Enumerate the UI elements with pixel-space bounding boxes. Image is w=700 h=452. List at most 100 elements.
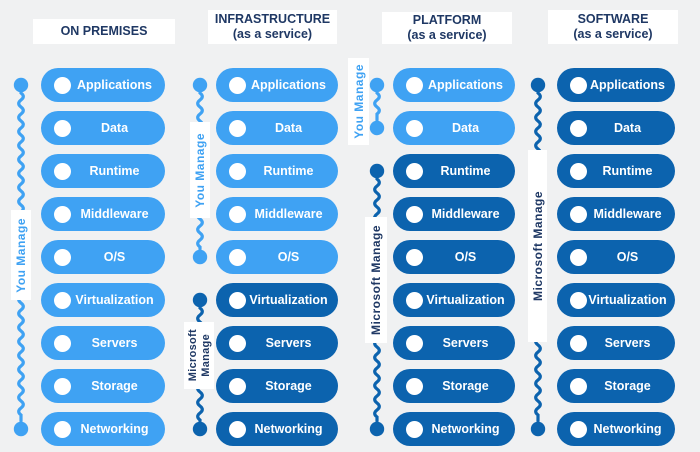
bullet-icon — [570, 76, 587, 94]
pill-applications: Applications — [41, 68, 165, 102]
pill-label: Data — [274, 121, 303, 135]
vertical-label-text: You Manage — [14, 217, 28, 293]
bullet-icon — [229, 205, 246, 223]
bracket-endpoint-dot — [192, 77, 208, 93]
pill-label: Runtime — [263, 164, 314, 178]
pill-label: Data — [100, 121, 129, 135]
pill-applications: Applications — [216, 68, 338, 102]
pill-label: Data — [451, 121, 480, 135]
pill-storage: Storage — [557, 369, 675, 403]
bullet-icon — [570, 248, 587, 266]
pill-label: O/S — [454, 250, 477, 264]
pill-label: Virtualization — [249, 293, 328, 307]
bullet-icon — [54, 76, 71, 94]
bullet-icon — [570, 162, 587, 180]
bracket-label-infrastructure-as-a-service-you-manage: You Manage — [190, 122, 210, 218]
bullet-icon — [406, 76, 423, 94]
pill-label: Middleware — [593, 207, 662, 221]
pill-runtime: Runtime — [216, 154, 338, 188]
pill-label: Middleware — [431, 207, 500, 221]
bracket-label-platform-as-a-service-you-manage: You Manage — [348, 58, 369, 145]
bullet-icon — [406, 119, 423, 137]
pill-label: Networking — [431, 422, 500, 436]
pill-label: Runtime — [602, 164, 653, 178]
pill-servers: Servers — [41, 326, 165, 360]
pill-label: Virtualization — [426, 293, 505, 307]
bullet-icon — [406, 377, 423, 395]
pill-virtualization: Virtualization — [216, 283, 338, 317]
bullet-icon — [229, 420, 246, 438]
bracket-label-software-as-a-service-microsoft-manage: Microsoft Manage — [528, 150, 547, 342]
bullet-icon — [54, 377, 71, 395]
bracket-label-platform-as-a-service-microsoft-manage: Microsoft Manage — [365, 217, 387, 343]
pill-label: Servers — [265, 336, 312, 350]
pill-virtualization: Virtualization — [557, 283, 675, 317]
pill-middleware: Middleware — [393, 197, 515, 231]
bracket-label-on-premises-you-manage: You Manage — [11, 210, 31, 300]
pill-label: Servers — [442, 336, 489, 350]
pill-middleware: Middleware — [41, 197, 165, 231]
pill-storage: Storage — [393, 369, 515, 403]
pill-applications: Applications — [393, 68, 515, 102]
header-subtitle: (as a service) — [232, 27, 313, 41]
bracket-endpoint-dot — [530, 421, 546, 437]
header-subtitle: (as a service) — [573, 27, 653, 41]
bracket-endpoint-dot — [369, 77, 385, 93]
pill-runtime: Runtime — [557, 154, 675, 188]
pill-applications: Applications — [557, 68, 675, 102]
pill-label: Networking — [593, 422, 662, 436]
bullet-icon — [229, 334, 246, 352]
header-subtitle: (as a service) — [407, 28, 487, 42]
bullet-icon — [406, 205, 423, 223]
bullet-icon — [229, 162, 246, 180]
bullet-icon — [570, 420, 587, 438]
pill-data: Data — [557, 111, 675, 145]
pill-label: Storage — [91, 379, 138, 393]
pill-label: Storage — [604, 379, 651, 393]
bullet-icon — [54, 291, 71, 309]
vertical-label-text: Microsoft Manage — [530, 190, 545, 301]
pill-label: Virtualization — [588, 293, 667, 307]
pill-servers: Servers — [216, 326, 338, 360]
bullet-icon — [406, 334, 423, 352]
bullet-icon — [570, 377, 587, 395]
pill-label: Data — [613, 121, 642, 135]
bullet-icon — [54, 248, 71, 266]
pill-label: Networking — [80, 422, 149, 436]
header-title: PLATFORM — [412, 13, 482, 27]
pill-label: Storage — [442, 379, 489, 393]
pill-storage: Storage — [216, 369, 338, 403]
pill-networking: Networking — [393, 412, 515, 446]
bullet-icon — [570, 334, 587, 352]
pill-o-s: O/S — [557, 240, 675, 274]
bracket-endpoint-dot — [369, 421, 385, 437]
column-header-software-as-a-service: SOFTWARE(as a service) — [548, 10, 678, 44]
bullet-icon — [570, 291, 587, 309]
bracket-endpoint-dot — [13, 77, 29, 93]
column-header-on-premises: ON PREMISES — [33, 19, 175, 44]
pill-label: Servers — [604, 336, 651, 350]
bracket-endpoint-dot — [369, 120, 385, 136]
pill-label: Servers — [91, 336, 138, 350]
pill-networking: Networking — [557, 412, 675, 446]
pill-label: Runtime — [89, 164, 140, 178]
pill-label: Applications — [427, 78, 503, 92]
bracket-endpoint-dot — [369, 163, 385, 179]
bullet-icon — [54, 420, 71, 438]
bracket-endpoint-dot — [192, 292, 208, 308]
pill-runtime: Runtime — [393, 154, 515, 188]
pill-virtualization: Virtualization — [393, 283, 515, 317]
bullet-icon — [406, 291, 423, 309]
pill-data: Data — [393, 111, 515, 145]
vertical-label-text: Manage — [199, 334, 212, 377]
bullet-icon — [229, 76, 246, 94]
pill-label: O/S — [277, 250, 300, 264]
bullet-icon — [54, 334, 71, 352]
pill-label: Applications — [250, 78, 326, 92]
vertical-label-text: Microsoft — [186, 329, 199, 382]
pill-data: Data — [41, 111, 165, 145]
pill-servers: Servers — [557, 326, 675, 360]
pill-o-s: O/S — [41, 240, 165, 274]
bullet-icon — [406, 162, 423, 180]
